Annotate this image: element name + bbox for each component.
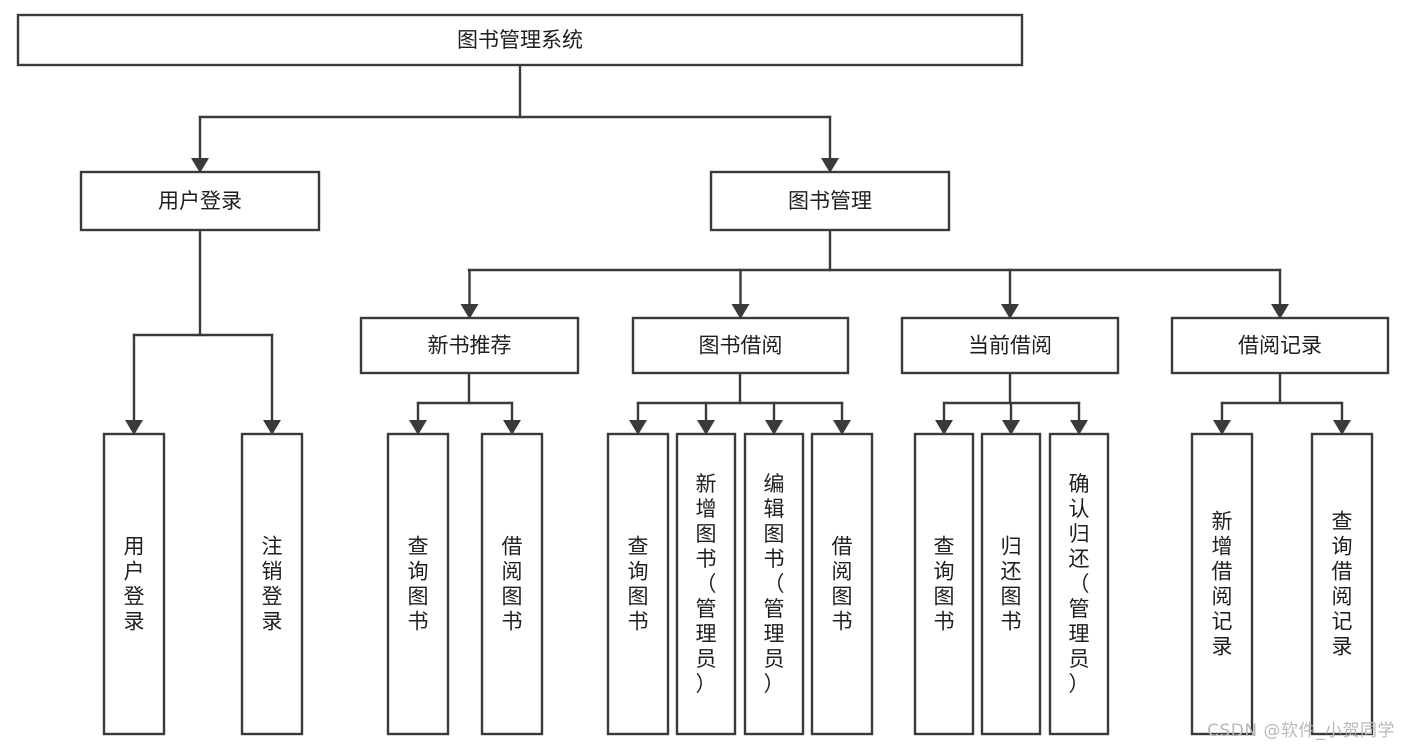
- node-box-leaf-edit-book: [743, 432, 805, 736]
- node-current-borrow[interactable]: 当前借阅: [900, 316, 1120, 375]
- arrow-head-icon: [125, 420, 143, 435]
- arrow-head-icon: [1333, 420, 1351, 435]
- node-label-book-borrow: 图书借阅: [699, 334, 783, 358]
- arrow-head-icon: [263, 420, 281, 435]
- node-box-book-borrow: [631, 316, 850, 375]
- node-user-login[interactable]: 用户登录: [79, 170, 321, 232]
- node-box-leaf-confirm-return: [1048, 432, 1110, 736]
- arrow-head-icon: [765, 420, 783, 435]
- node-leaf-return-book[interactable]: 归还图书: [980, 432, 1042, 736]
- node-new-book-recommend[interactable]: 新书推荐: [359, 316, 580, 375]
- node-leaf-add-book[interactable]: 新增图书（管理员）: [675, 432, 737, 736]
- node-leaf-query-book-1[interactable]: 查询图书: [386, 432, 450, 736]
- node-layer: 图书管理系统用户登录图书管理新书推荐图书借阅当前借阅借阅记录用户登录注销登录查询…: [16, 13, 1390, 736]
- node-box-user-login: [79, 170, 321, 232]
- node-box-current-borrow: [900, 316, 1120, 375]
- node-label-leaf-borrow-book-1: 借阅图书: [502, 535, 523, 634]
- node-book-manage[interactable]: 图书管理: [709, 170, 951, 232]
- node-box-leaf-add-book: [675, 432, 737, 736]
- node-leaf-user-login[interactable]: 用户登录: [102, 432, 166, 736]
- node-label-current-borrow: 当前借阅: [968, 334, 1052, 358]
- node-leaf-confirm-return[interactable]: 确认归还（管理员）: [1048, 432, 1110, 736]
- node-label-book-manage: 图书管理: [788, 189, 872, 213]
- node-box-leaf-borrow-book-2: [810, 432, 874, 736]
- node-leaf-query-record[interactable]: 查询借阅记录: [1310, 432, 1374, 736]
- arrow-head-icon: [697, 420, 715, 435]
- node-label-leaf-add-book: 新增图书（管理员）: [696, 472, 717, 696]
- node-box-leaf-add-record: [1190, 432, 1254, 736]
- node-box-borrow-record: [1170, 316, 1390, 375]
- node-root[interactable]: 图书管理系统: [16, 13, 1024, 67]
- node-box-leaf-user-login: [102, 432, 166, 736]
- node-leaf-query-book-3[interactable]: 查询图书: [913, 432, 975, 736]
- node-book-borrow[interactable]: 图书借阅: [631, 316, 850, 375]
- arrow-head-icon: [1271, 304, 1289, 319]
- node-label-leaf-query-book-3: 查询图书: [934, 535, 955, 634]
- node-label-leaf-user-login: 用户登录: [124, 535, 145, 634]
- node-label-leaf-return-book: 归还图书: [1001, 535, 1022, 634]
- node-label-borrow-record: 借阅记录: [1238, 334, 1322, 358]
- arrow-head-icon: [191, 158, 209, 173]
- node-box-leaf-user-logout: [240, 432, 304, 736]
- node-box-new-book-recommend: [359, 316, 580, 375]
- node-leaf-query-book-2[interactable]: 查询图书: [606, 432, 670, 736]
- arrow-head-icon: [1213, 420, 1231, 435]
- node-label-leaf-add-record: 新增借阅记录: [1212, 510, 1233, 659]
- node-label-root: 图书管理系统: [457, 28, 583, 52]
- arrow-head-icon: [821, 158, 839, 173]
- node-box-leaf-borrow-book-1: [480, 432, 544, 736]
- arrow-head-icon: [629, 420, 647, 435]
- node-leaf-borrow-book-2[interactable]: 借阅图书: [810, 432, 874, 736]
- node-box-leaf-query-book-3: [913, 432, 975, 736]
- node-box-leaf-query-book-1: [386, 432, 450, 736]
- node-label-leaf-edit-book: 编辑图书（管理员）: [764, 472, 785, 696]
- node-label-leaf-user-logout: 注销登录: [262, 535, 283, 634]
- arrow-head-icon: [1070, 420, 1088, 435]
- node-label-leaf-query-book-1: 查询图书: [408, 535, 429, 634]
- node-label-new-book-recommend: 新书推荐: [428, 334, 512, 358]
- node-leaf-add-record[interactable]: 新增借阅记录: [1190, 432, 1254, 736]
- node-box-leaf-query-record: [1310, 432, 1374, 736]
- node-label-leaf-query-book-2: 查询图书: [628, 535, 649, 634]
- arrow-head-icon: [409, 420, 427, 435]
- node-label-leaf-query-record: 查询借阅记录: [1332, 510, 1353, 659]
- node-label-leaf-borrow-book-2: 借阅图书: [832, 535, 853, 634]
- node-label-user-login: 用户登录: [158, 189, 242, 213]
- arrow-head-icon: [1001, 304, 1019, 319]
- node-box-root: [16, 13, 1024, 67]
- node-borrow-record[interactable]: 借阅记录: [1170, 316, 1390, 375]
- arrow-head-icon: [935, 420, 953, 435]
- node-leaf-borrow-book-1[interactable]: 借阅图书: [480, 432, 544, 736]
- arrow-head-icon: [731, 304, 750, 319]
- node-box-book-manage: [709, 170, 951, 232]
- node-box-leaf-return-book: [980, 432, 1042, 736]
- csdn-watermark: CSDN @软件_小贺同学: [1207, 721, 1395, 741]
- arrow-head-icon: [460, 304, 479, 319]
- arrow-head-icon: [503, 420, 521, 435]
- arrow-head-icon: [833, 420, 851, 435]
- node-box-leaf-query-book-2: [606, 432, 670, 736]
- node-leaf-user-logout[interactable]: 注销登录: [240, 432, 304, 736]
- node-label-leaf-confirm-return: 确认归还（管理员）: [1069, 472, 1090, 696]
- node-leaf-edit-book[interactable]: 编辑图书（管理员）: [743, 432, 805, 736]
- arrow-head-icon: [1002, 420, 1020, 435]
- connector-layer: [125, 63, 1351, 436]
